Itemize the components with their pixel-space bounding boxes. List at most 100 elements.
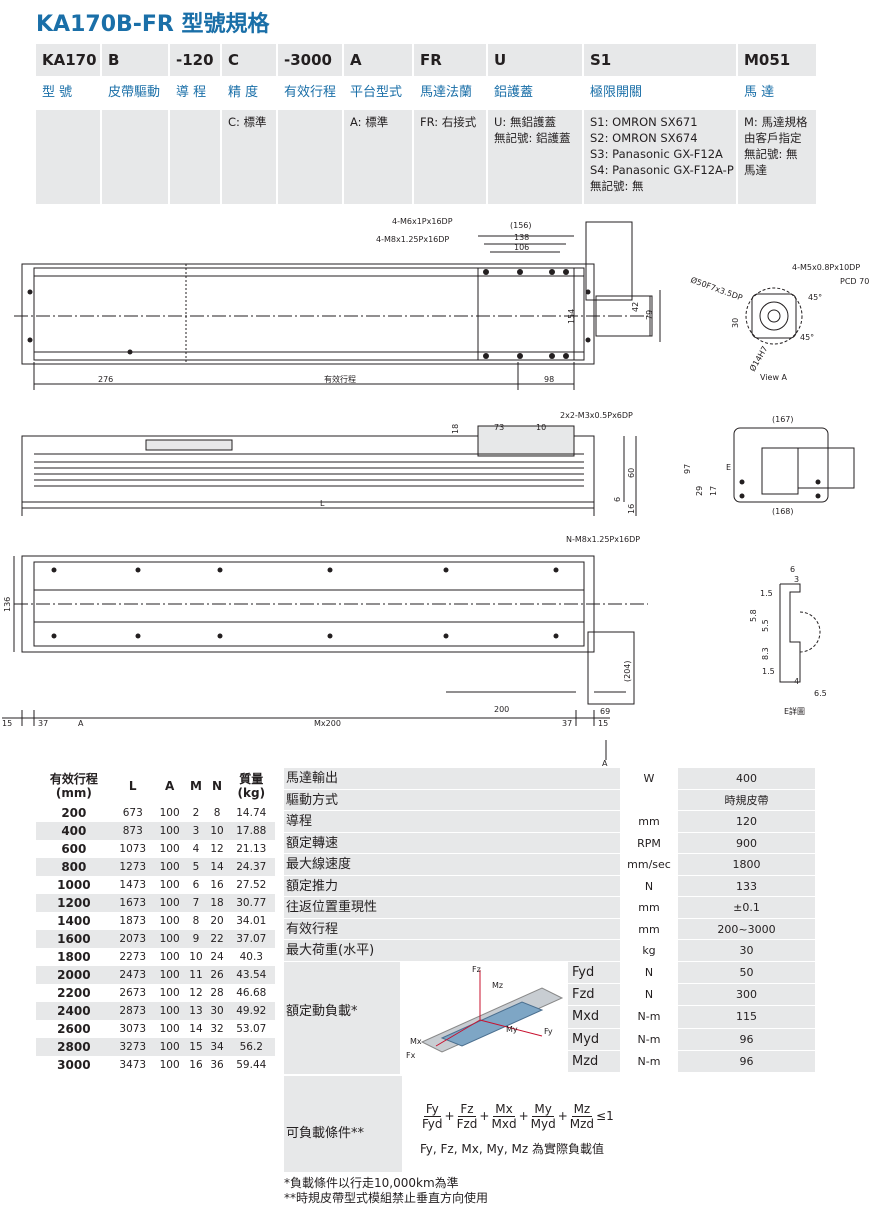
detail-5-8: 5.8 (749, 609, 758, 622)
table-cell: 14.74 (236, 807, 267, 819)
dynamic-unit: N-m (620, 1028, 678, 1051)
table-cell: 24 (210, 951, 224, 963)
table-cell: 4 (192, 843, 200, 855)
spec-unit: N (620, 875, 678, 897)
table-cell: 27.52 (236, 879, 267, 891)
table-cell: 7 (185, 894, 207, 912)
table-cell: 6 (192, 879, 200, 891)
dynamic-unit: N-m (620, 1006, 678, 1029)
dim-204: (204) (623, 660, 632, 682)
dim-69: 69 (600, 707, 610, 716)
table-cell: 873 (111, 822, 154, 840)
spec-val: 1800 (732, 858, 761, 871)
table-cell: 34 (206, 1038, 228, 1056)
label-cell-8: 極限開關 (584, 76, 736, 110)
dynamic-load-label: 額定動負載* (286, 1003, 358, 1019)
desc-cell-6: FR: 右接式 (414, 110, 486, 204)
spec-val: 30 (739, 944, 754, 957)
table-cell: 3473 (119, 1059, 147, 1071)
dim-200: 200 (494, 705, 509, 714)
desc-cell-0 (36, 110, 100, 204)
dim-l: L (320, 499, 325, 508)
endview-97: 97 (683, 464, 692, 474)
dynamic-value: 96 (739, 1055, 754, 1069)
table-cell: 1473 (119, 879, 147, 891)
table-cell: 100 (153, 966, 186, 984)
table-cell: 1600 (36, 930, 112, 948)
footnote-2: **時規皮帶型式模組禁止垂直方向使用 (284, 1191, 489, 1205)
label-cell-1: 皮帶驅動 (102, 76, 168, 110)
detail-1-5a: 1.5 (760, 589, 773, 598)
detail-1-5b: 1.5 (762, 667, 775, 676)
dynamic-value: 300 (736, 987, 757, 1001)
formula-le: ≤1 (596, 1109, 614, 1123)
label-row: 型 號皮帶驅動導 程精 度有效行程平台型式馬達法蘭鋁護蓋極限開關馬 達 (36, 76, 816, 110)
dynamic-value: 96 (739, 1032, 754, 1046)
bottom-view-drawing: N-M8x1.25Px16DP 136 (204) 200 69 15 37 A… (2, 535, 827, 768)
code-cell-4: -3000 (278, 44, 342, 76)
table-cell: 1873 (119, 915, 147, 927)
code-cell-2: -120 (170, 44, 220, 76)
dynamic-unit: N (620, 983, 678, 1006)
table-cell: 1800 (57, 950, 91, 964)
spec-val: 時規皮帶 (724, 793, 769, 807)
table-cell: 14 (206, 858, 228, 876)
table-cell: 18 (206, 894, 228, 912)
endview-17: 17 (709, 486, 718, 496)
table-cell: 15 (185, 1038, 207, 1056)
label-cell-7: 鋁護蓋 (488, 76, 582, 110)
table-cell: 1200 (36, 894, 112, 912)
table-cell: 8 (192, 915, 200, 927)
table-cell: 8 (213, 807, 221, 819)
spec-name: 往返位置重現性 (286, 900, 378, 915)
axis-mx: Mx (410, 1037, 422, 1046)
load-axis-diagram: Fz Mz Mx My Fy Fx (406, 965, 564, 1060)
formula-numerator: Fz (458, 1101, 476, 1117)
table-cell: 17.88 (227, 822, 275, 840)
table-cell: 100 (153, 822, 186, 840)
viewa-m5: 4-M5x0.8Px10DP (792, 263, 860, 272)
dynamic-value: 115 (736, 1010, 757, 1024)
viewa-d14: Ø14H7 (747, 344, 769, 373)
dynamic-name: Fyd (572, 964, 595, 980)
dim-60: 60 (627, 468, 636, 478)
table-cell: 28 (210, 987, 224, 999)
table-cell: 100 (159, 807, 180, 819)
dim-37-left: 37 (38, 719, 48, 728)
table-cell: 3073 (119, 1023, 147, 1035)
table-cell: 100 (159, 879, 180, 891)
table-cell: 2073 (111, 930, 154, 948)
table-cell: 100 (159, 951, 180, 963)
detail-8-3: 8.3 (761, 647, 770, 660)
table-cell: 12 (210, 843, 224, 855)
col-m: M (189, 779, 202, 793)
endview-167: (167) (772, 415, 794, 424)
formula-note: Fy, Fz, Mx, My, Mz 為實際負載值 (420, 1141, 604, 1156)
section-a: A (602, 759, 608, 768)
dynamic-name: Mxd (572, 1009, 600, 1025)
table-cell: 36 (210, 1059, 224, 1071)
table-cell: 37.07 (227, 930, 275, 948)
table-cell: 600 (61, 842, 87, 856)
table-cell: 34.01 (236, 915, 267, 927)
col-n: N (212, 779, 223, 793)
formula-denominator: Fzd (456, 1116, 478, 1131)
table-cell: 2873 (111, 1002, 154, 1020)
spec-unit: mm (620, 897, 678, 918)
